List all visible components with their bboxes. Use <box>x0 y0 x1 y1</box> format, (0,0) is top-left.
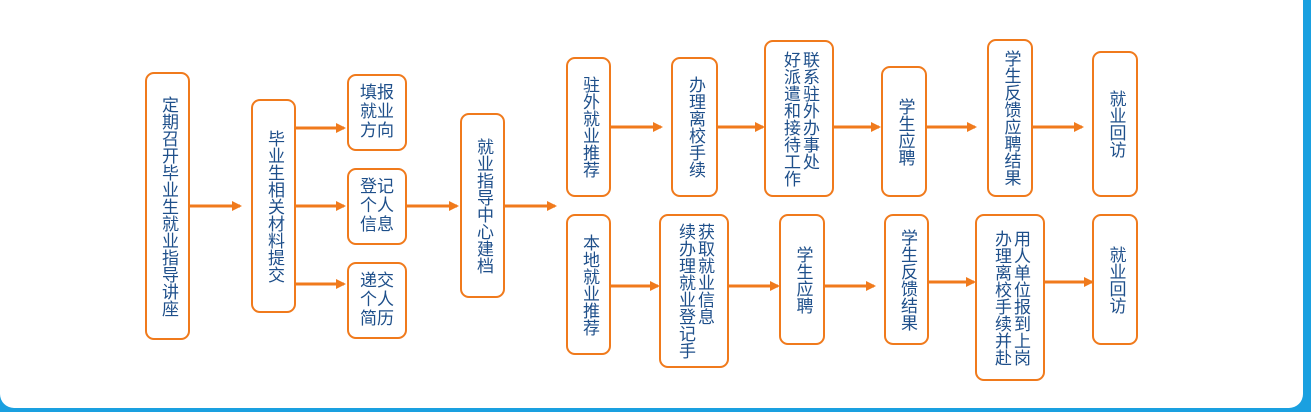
node-leave1: 办理离校手续 <box>671 57 718 197</box>
node-fill: 填报就业方向 <box>347 74 407 151</box>
node-leave2-label: 用人单位报到上岗 办理离校手续并赴 <box>991 229 1030 366</box>
node-leave2: 用人单位报到上岗 办理离校手续并赴 <box>975 214 1045 381</box>
node-remote-label: 驻外就业推荐 <box>579 76 599 178</box>
node-contact-label: 联系驻外办事处 好派遣和接待工作 <box>780 50 819 187</box>
node-resume: 递交个人简历 <box>347 262 407 339</box>
node-feedback1: 学生反馈应聘结果 <box>987 39 1033 197</box>
node-feedback2-label: 学生反馈结果 <box>897 228 917 331</box>
node-center: 就业指导中心建档 <box>460 113 505 298</box>
node-visit2: 就业回访 <box>1092 214 1138 345</box>
node-register: 登记个人信息 <box>347 168 407 245</box>
node-visit1: 就业回访 <box>1092 51 1138 197</box>
node-leave1-label: 办理离校手续 <box>685 76 705 178</box>
node-feedback2: 学生反馈结果 <box>884 214 929 345</box>
node-lecture-label: 定期召开毕业生就业指导讲座 <box>158 95 178 317</box>
node-getinfo: 获取就业信息 续办理就业登记手 <box>659 214 729 368</box>
node-resume-label: 递交个人简历 <box>360 271 394 329</box>
node-visit1-label: 就业回访 <box>1105 90 1126 158</box>
node-local-label: 本地就业推荐 <box>579 233 599 336</box>
node-center-label: 就业指导中心建档 <box>473 137 493 274</box>
node-feedback1-label: 学生反馈应聘结果 <box>1000 50 1021 186</box>
node-apply1-label: 学生应聘 <box>894 97 915 166</box>
node-register-label: 登记个人信息 <box>360 177 394 235</box>
node-local: 本地就业推荐 <box>566 214 611 355</box>
node-apply2: 学生应聘 <box>779 214 825 345</box>
node-contact: 联系驻外办事处 好派遣和接待工作 <box>764 40 834 197</box>
node-apply1: 学生应聘 <box>881 66 927 197</box>
node-visit2-label: 就业回访 <box>1105 245 1126 314</box>
node-submit: 毕业生相关材料提交 <box>251 99 296 313</box>
node-getinfo-label: 获取就业信息 续办理就业登记手 <box>675 223 714 359</box>
node-fill-label: 填报就业方向 <box>360 83 394 141</box>
node-remote: 驻外就业推荐 <box>566 57 611 197</box>
node-apply2-label: 学生应聘 <box>792 245 813 314</box>
node-lecture: 定期召开毕业生就业指导讲座 <box>145 72 190 340</box>
node-submit-label: 毕业生相关材料提交 <box>264 129 284 283</box>
